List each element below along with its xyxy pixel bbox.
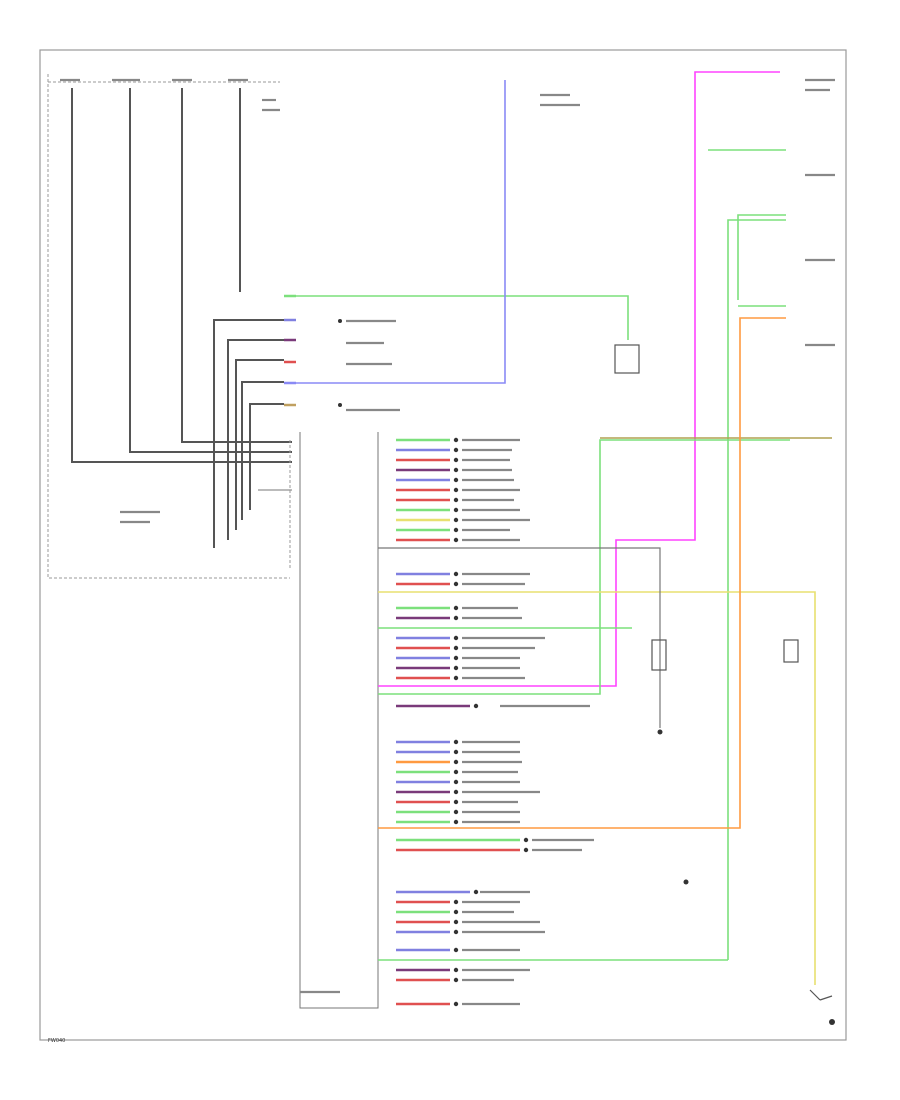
footer-code: FW040: [48, 1038, 66, 1044]
junction-block: [289, 432, 379, 1009]
relay-nodes: [657, 729, 835, 1025]
text-marks: [60, 78, 835, 1006]
pin-stubs: [396, 438, 520, 1006]
left-input-stubs: [284, 294, 296, 407]
colored-wires: [284, 71, 832, 985]
left-module-wires: [71, 88, 292, 548]
module-dashed-box: [47, 74, 290, 579]
relay-symbols: [614, 344, 833, 1001]
pin-arrows: [338, 319, 529, 1007]
diagram-frame: [39, 49, 847, 1041]
